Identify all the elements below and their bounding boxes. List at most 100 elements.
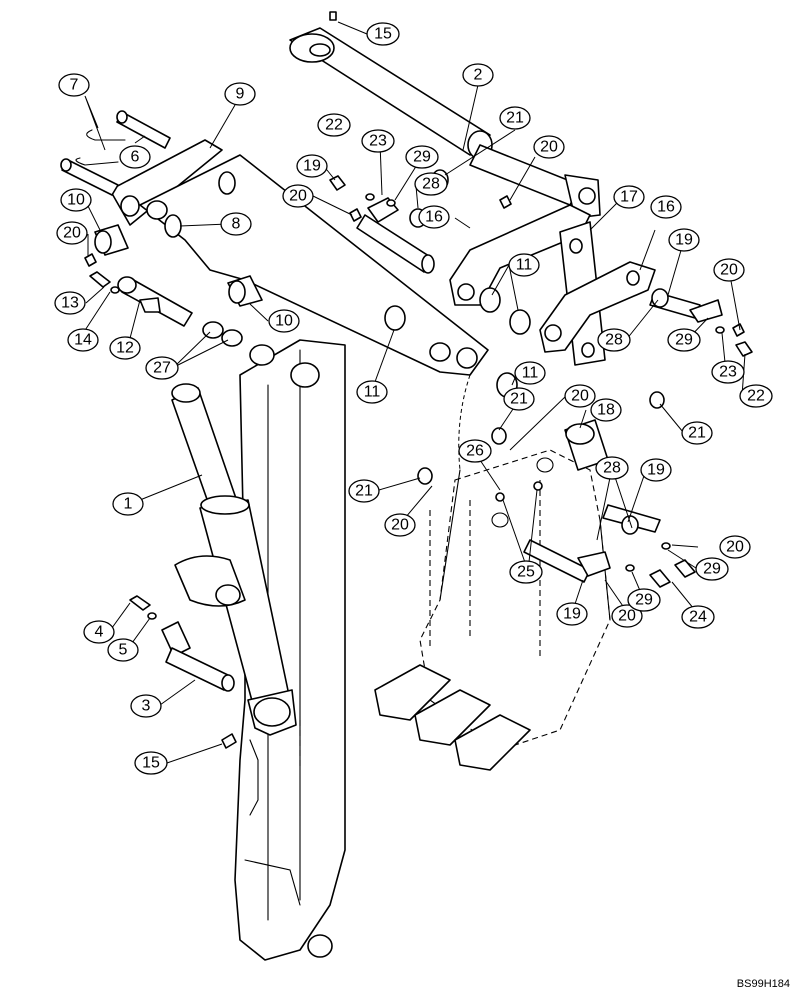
svg-text:6: 6 xyxy=(131,149,140,166)
svg-text:19: 19 xyxy=(675,232,693,249)
callout-23-upper: 23 xyxy=(361,129,395,153)
callout-16-left: 16 xyxy=(418,205,450,229)
bolt-24-b xyxy=(674,559,696,578)
svg-text:24: 24 xyxy=(689,609,707,626)
svg-text:11: 11 xyxy=(364,384,381,401)
bushing-10-left xyxy=(94,224,129,256)
callout-19-right: 19 xyxy=(668,228,700,252)
svg-text:23: 23 xyxy=(719,364,737,381)
svg-text:20: 20 xyxy=(540,139,558,156)
pin-3 xyxy=(161,621,235,692)
svg-text:21: 21 xyxy=(688,425,706,442)
callout-29-lower: 29 xyxy=(627,588,661,612)
callout-3: 3 xyxy=(130,694,162,718)
bolt-19 xyxy=(329,175,346,191)
svg-text:19: 19 xyxy=(647,462,665,479)
svg-text:9: 9 xyxy=(236,86,245,103)
callout-20-mid: 20 xyxy=(564,384,596,408)
ring-21-mid xyxy=(491,427,507,445)
callout-20-bucket-left: 20 xyxy=(384,513,416,537)
bucket xyxy=(374,449,611,771)
shim-27-b xyxy=(221,329,243,347)
callout-12: 12 xyxy=(109,336,141,360)
svg-text:27: 27 xyxy=(153,360,171,377)
callout-22-right: 22 xyxy=(739,384,773,408)
svg-text:2: 2 xyxy=(474,67,483,84)
callout-27: 27 xyxy=(145,356,179,380)
svg-text:14: 14 xyxy=(74,332,92,349)
callout-28-right: 28 xyxy=(597,328,631,352)
figure-code: BS99H184 xyxy=(736,978,790,990)
callout-29-bucket: 29 xyxy=(695,557,729,581)
svg-text:20: 20 xyxy=(726,539,744,556)
callout-15-bottom: 15 xyxy=(134,751,168,775)
bushing-11-mid xyxy=(384,305,406,331)
grease-fitting-20-mid xyxy=(349,208,362,222)
bolt-4 xyxy=(129,595,157,620)
svg-text:10: 10 xyxy=(67,192,85,209)
callout-21-left: 21 xyxy=(348,479,380,503)
callout-7: 7 xyxy=(58,73,90,97)
nut-29-upper xyxy=(386,199,396,207)
callout-29-upper: 29 xyxy=(405,145,439,169)
cylinder-2 xyxy=(289,11,601,219)
callout-5: 5 xyxy=(107,638,139,662)
svg-text:13: 13 xyxy=(61,295,79,312)
svg-text:22: 22 xyxy=(325,117,343,134)
callout-6-upper: 6 xyxy=(119,145,151,169)
svg-text:8: 8 xyxy=(232,216,241,233)
svg-text:19: 19 xyxy=(563,606,581,623)
callout-29-right: 29 xyxy=(667,328,701,352)
bucket-cylinder xyxy=(171,383,297,736)
pins-6-7 xyxy=(60,110,171,196)
callout-23-right: 23 xyxy=(711,360,745,384)
svg-text:5: 5 xyxy=(119,642,128,659)
link-16-right xyxy=(539,261,656,353)
svg-text:23: 23 xyxy=(369,133,387,150)
svg-text:16: 16 xyxy=(657,199,675,216)
callout-19-bucket: 19 xyxy=(640,458,672,482)
callout-8: 8 xyxy=(220,212,252,236)
svg-text:18: 18 xyxy=(597,402,615,419)
svg-text:20: 20 xyxy=(618,608,636,625)
callout-28-lower: 28 xyxy=(595,456,629,480)
grease-fitting-15-lower xyxy=(221,733,237,749)
svg-text:15: 15 xyxy=(374,26,392,43)
callout-15-top: 15 xyxy=(366,22,400,46)
ring-21-lower xyxy=(417,467,433,485)
grease-fitting-20-left xyxy=(84,253,97,267)
callout-18: 18 xyxy=(590,398,622,422)
callout-1: 1 xyxy=(112,492,144,516)
callout-28-upper: 28 xyxy=(414,172,448,196)
callout-10-right: 10 xyxy=(268,309,300,333)
svg-text:21: 21 xyxy=(355,483,373,500)
callout-24: 24 xyxy=(681,605,715,629)
callout-20-bottom: 20 xyxy=(611,604,643,628)
svg-text:29: 29 xyxy=(635,592,653,609)
sleeve-18 xyxy=(564,419,609,471)
bolt-13 xyxy=(89,271,120,294)
callout-9: 9 xyxy=(224,82,256,106)
callout-4: 4 xyxy=(83,620,115,644)
callout-11-top: 11 xyxy=(508,253,540,277)
svg-text:19: 19 xyxy=(303,158,321,175)
svg-text:20: 20 xyxy=(571,388,589,405)
bolt-24-a xyxy=(649,569,671,588)
nut-29-lower-b xyxy=(661,542,671,550)
callout-19-upper: 19 xyxy=(296,154,328,178)
svg-text:12: 12 xyxy=(116,340,134,357)
sleeve-28-lower xyxy=(621,515,639,535)
callout-14: 14 xyxy=(67,328,99,352)
callout-20-right: 20 xyxy=(713,258,745,282)
callout-11-low: 11 xyxy=(514,361,546,385)
svg-text:1: 1 xyxy=(124,496,133,513)
callout-20-bucket-right: 20 xyxy=(719,535,751,559)
svg-text:11: 11 xyxy=(522,365,539,382)
ring-8-upper xyxy=(218,171,236,195)
callout-2: 2 xyxy=(462,63,494,87)
callout-21-upper: 21 xyxy=(499,106,531,130)
callout-10-left: 10 xyxy=(60,188,92,212)
washer-26-b xyxy=(533,481,543,491)
svg-text:25: 25 xyxy=(517,564,535,581)
